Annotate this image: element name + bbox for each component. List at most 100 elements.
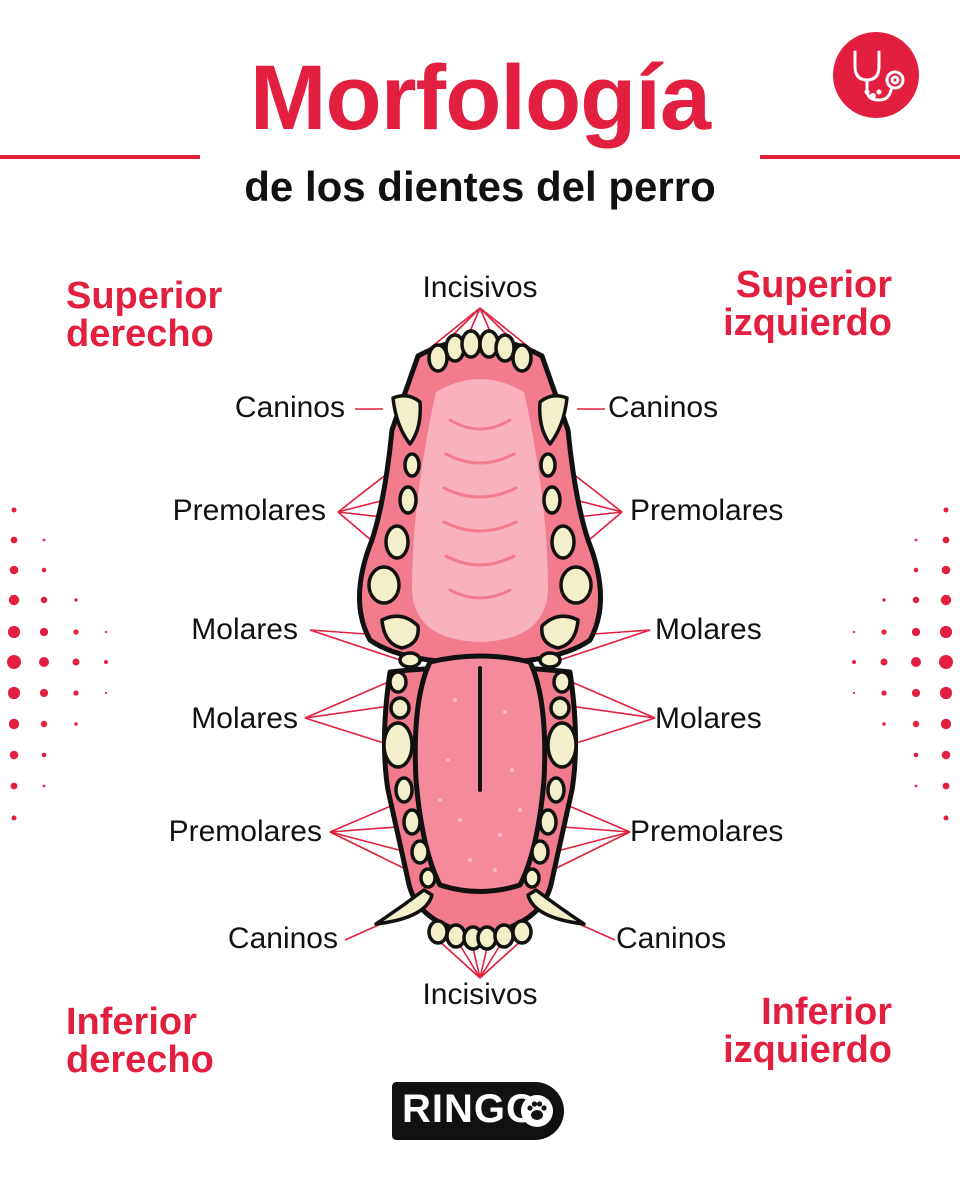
upper-molar-left: [398, 651, 422, 669]
upper-molar-right: [540, 614, 580, 650]
decorative-dot: [73, 629, 79, 635]
lower-molar-left: [388, 670, 408, 694]
lower-molar-right: [546, 721, 578, 769]
upper-premolar-left: [384, 524, 410, 560]
upper-incisor: [511, 343, 533, 373]
upper-premolar-right: [559, 565, 593, 605]
lower-incisor: [445, 923, 467, 949]
lower-premolar-left: [410, 839, 430, 865]
decorative-dot: [939, 686, 953, 700]
decorative-dot: [41, 567, 47, 573]
lower-jaw: [374, 653, 586, 951]
lower-canine-left: [374, 888, 434, 926]
label-upper-premolars-right: Premolares: [630, 494, 784, 527]
lower-incisor: [493, 923, 515, 949]
decorative-dot: [939, 625, 953, 639]
brand-logo-text: RINGO: [402, 1087, 539, 1131]
decorative-dot: [852, 691, 856, 695]
decorative-dot: [942, 782, 950, 790]
decorative-dot: [912, 720, 920, 728]
decorative-dot: [39, 688, 49, 698]
page-title: Morfología: [249, 47, 711, 149]
decorative-dot: [11, 507, 17, 513]
label-upper-canines-left: Caninos: [234, 391, 345, 424]
decorative-dot: [911, 657, 921, 667]
decorative-dot: [9, 565, 19, 575]
lower-molar-right: [552, 670, 572, 694]
label-lower-canines-left: Caninos: [227, 922, 338, 955]
upper-canine-right: [537, 394, 569, 446]
decorative-dot: [881, 629, 887, 635]
lower-premolar-right: [538, 808, 558, 836]
label-upper-incisors: Incisivos: [422, 271, 538, 304]
decorative-dot: [40, 596, 48, 604]
decorative-dot: [943, 507, 949, 513]
decorative-dot: [852, 660, 856, 664]
lower-premolar-left: [402, 808, 422, 836]
brand-logo: RINGO: [392, 1082, 564, 1140]
upper-premolar-right: [539, 452, 557, 478]
decorative-dot: [8, 718, 20, 730]
lower-premolar-right: [530, 839, 550, 865]
decorative-dot: [9, 750, 19, 760]
decorative-dot: [7, 625, 21, 639]
decorative-dot: [8, 594, 20, 606]
decorative-dot: [882, 722, 886, 726]
label-upper-molars-left: Molares: [191, 613, 298, 646]
decorative-dot: [942, 536, 950, 544]
decorative-dots-right: [852, 507, 953, 821]
decorative-dot: [913, 567, 919, 573]
decorative-dots-left: [7, 507, 108, 821]
lower-molar-left: [389, 696, 411, 720]
decorative-dot: [74, 722, 78, 726]
decorative-dot: [104, 660, 108, 664]
lower-premolar-left: [394, 776, 414, 804]
decorative-dot: [7, 655, 21, 669]
stethoscope-paw-icon: [833, 32, 919, 118]
decorative-dot: [939, 655, 953, 669]
decorative-dot: [41, 752, 47, 758]
decorative-dot: [72, 658, 80, 666]
lower-premolar-left: [419, 867, 437, 889]
decorative-dot: [912, 596, 920, 604]
upper-incisor: [494, 333, 516, 363]
label-lower-molars-right: Molares: [655, 702, 762, 735]
upper-jaw: [357, 329, 603, 669]
decorative-dot: [941, 565, 951, 575]
lower-premolar-right: [546, 776, 566, 804]
decorative-dot: [73, 690, 79, 696]
upper-molar-right: [538, 651, 562, 669]
label-upper-molars-right: Molares: [655, 613, 762, 646]
label-lower-molars-left: Molares: [191, 702, 298, 735]
decorative-dot: [941, 750, 951, 760]
decorative-dot: [911, 627, 921, 637]
upper-molar-left: [380, 614, 420, 650]
decorative-dot: [11, 815, 17, 821]
decorative-dot: [940, 718, 952, 730]
decorative-dot: [880, 658, 888, 666]
lower-incisor: [511, 919, 533, 945]
upper-premolar-left: [367, 565, 401, 605]
decorative-dot: [852, 630, 856, 634]
lower-canine-right: [526, 888, 586, 926]
upper-premolar-left: [398, 485, 418, 515]
paw-icon: [521, 1095, 553, 1127]
decorative-dot: [940, 594, 952, 606]
decorative-dot: [882, 598, 886, 602]
palate: [412, 379, 548, 642]
label-lower-canines-right: Caninos: [616, 922, 727, 955]
decorative-dot: [914, 538, 918, 542]
decorative-dot: [913, 752, 919, 758]
lower-teeth: [374, 670, 586, 951]
label-upper-canines-right: Caninos: [608, 391, 719, 424]
upper-teeth: [367, 329, 593, 669]
upper-incisor: [427, 343, 449, 373]
decorative-dot: [104, 691, 108, 695]
decorative-dot: [914, 784, 918, 788]
decorative-dot: [39, 657, 49, 667]
decorative-dot: [40, 720, 48, 728]
